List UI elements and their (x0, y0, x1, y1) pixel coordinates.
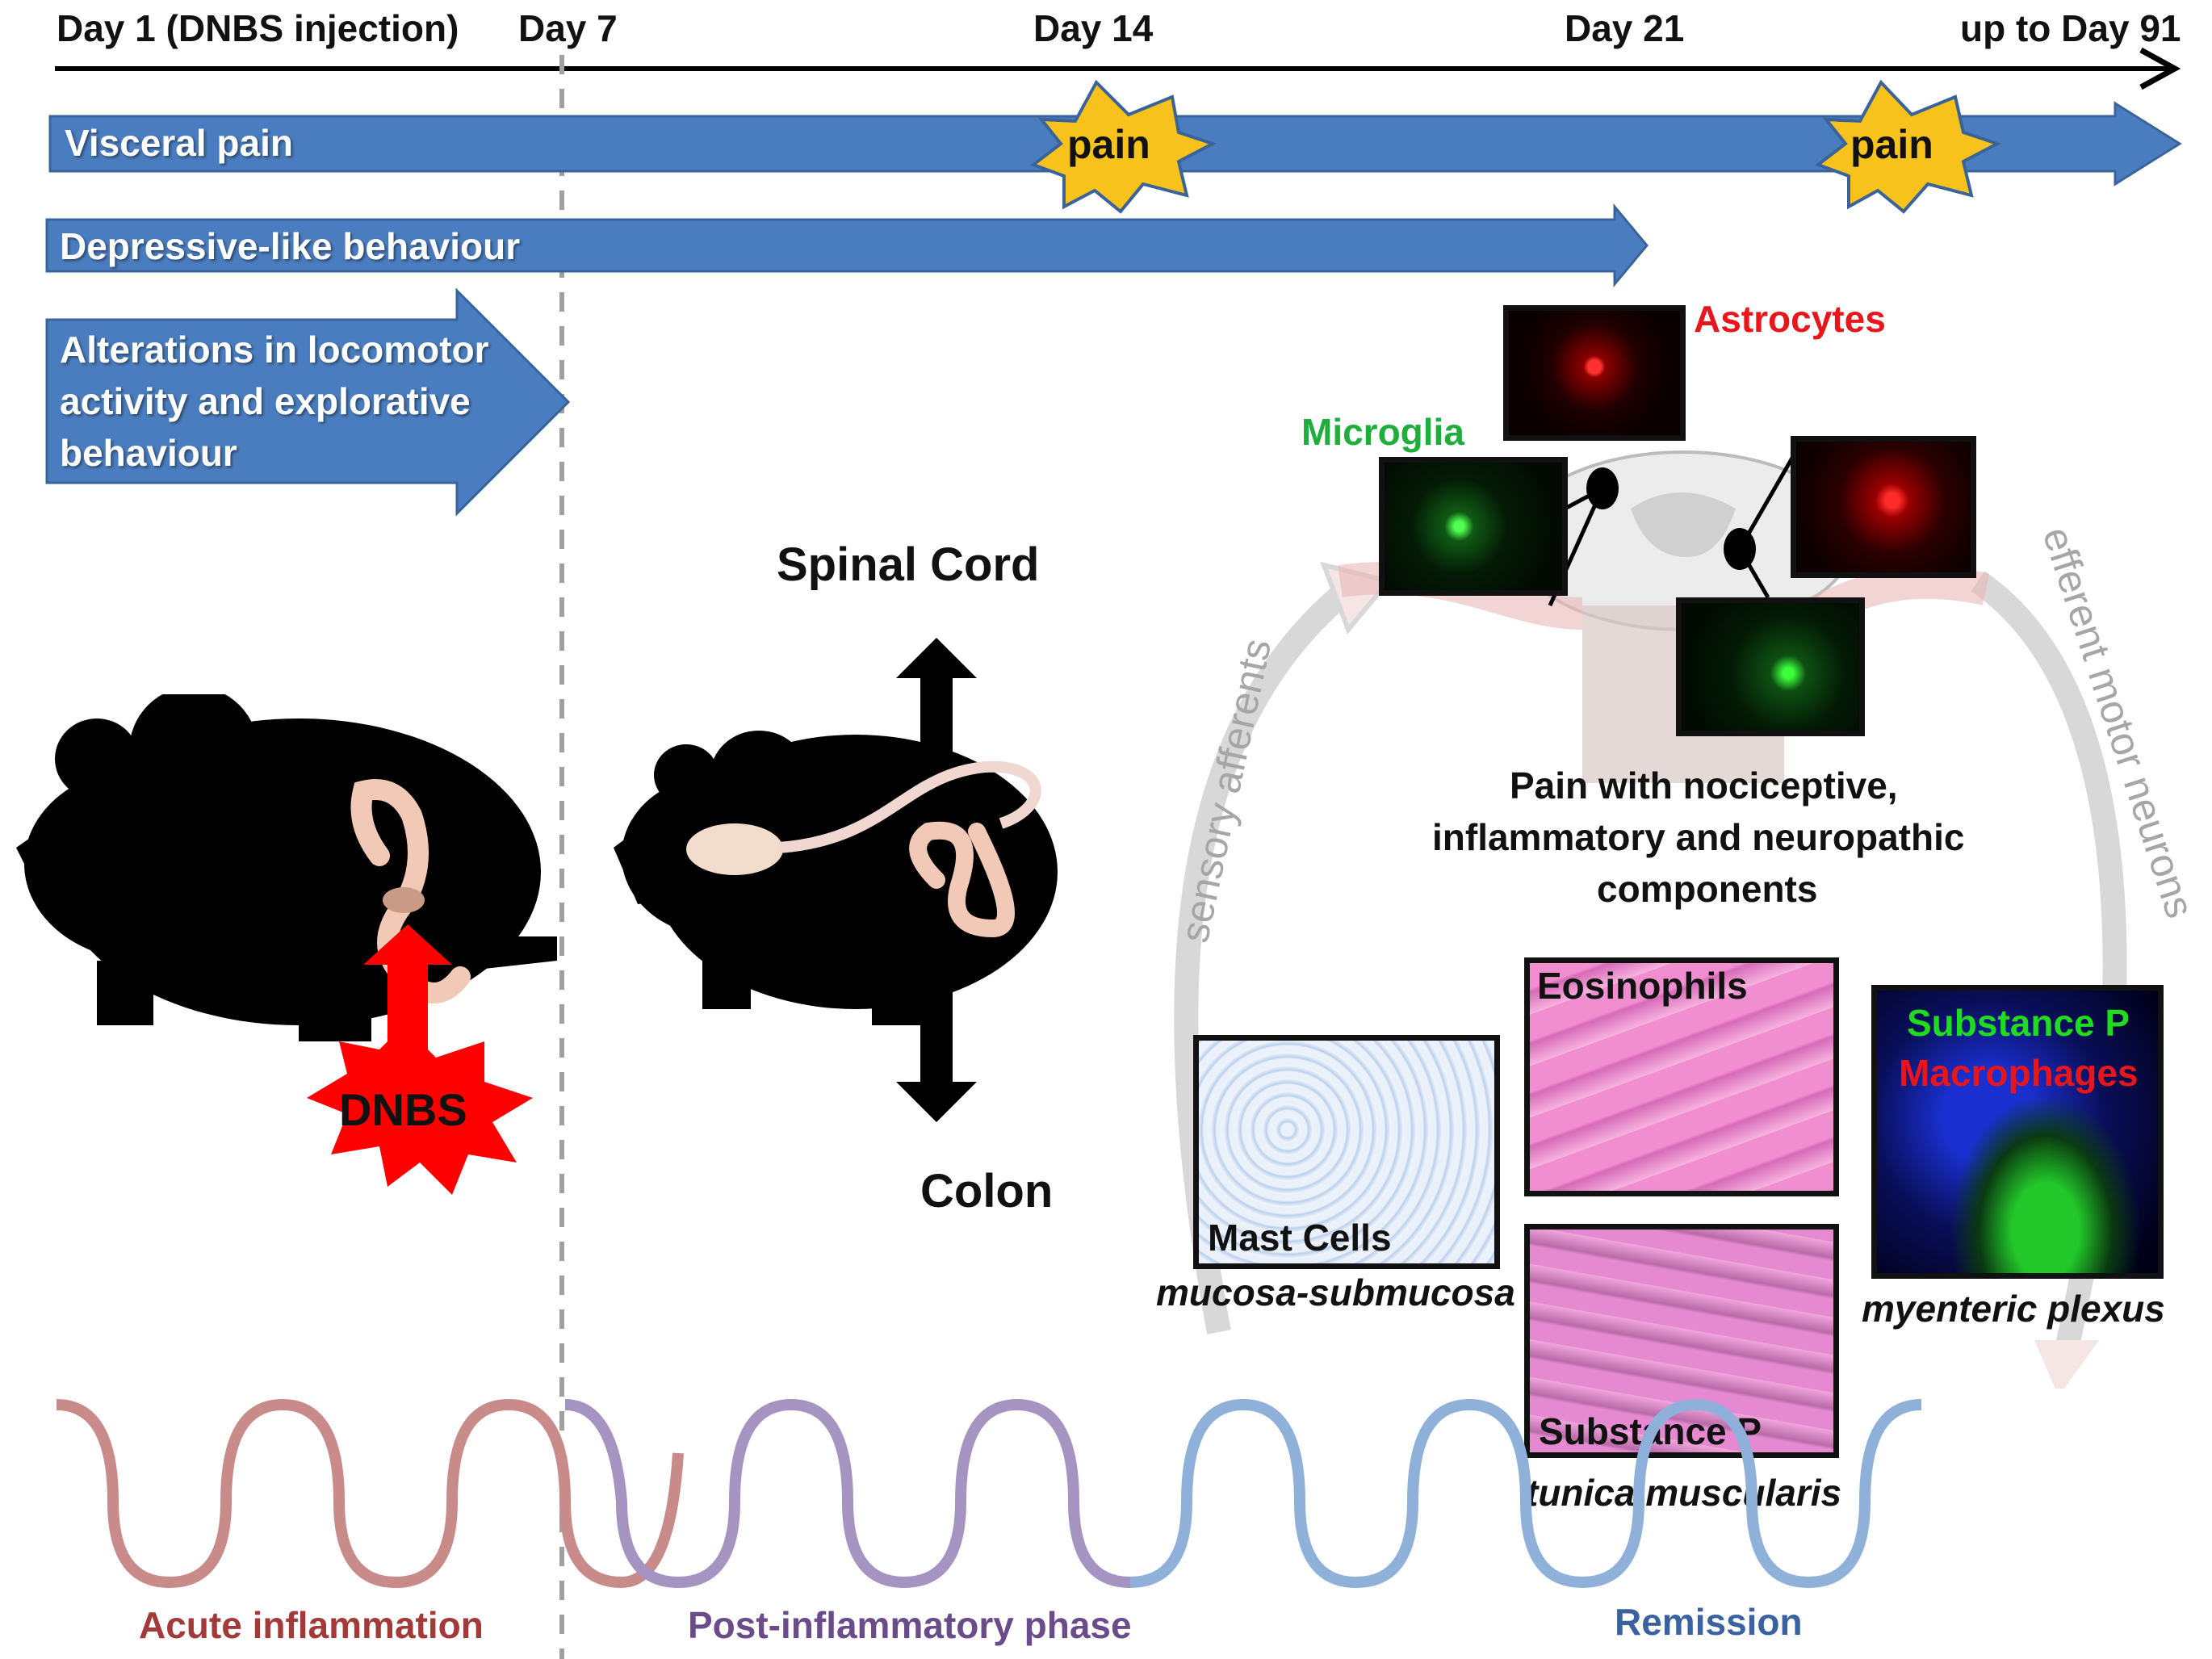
spinal-cord-label: Spinal Cord (777, 538, 1040, 591)
myenteric-plexus-image (1871, 985, 2164, 1279)
colon-label: Colon (920, 1165, 1054, 1217)
microglia-image-bottom (1676, 597, 1865, 736)
pain-components-line1: Pain with nociceptive, (1510, 765, 1898, 806)
dnbs-label: DNBS (339, 1084, 467, 1135)
locomotor-label-2: activity and explorative (60, 380, 471, 422)
spinal-cord-arrow-up (896, 638, 977, 775)
substance-p-panel-label: Substance P (1907, 1002, 2130, 1044)
dnbs-arrow (363, 924, 452, 1049)
timeline-day14: Day 14 (1033, 7, 1154, 49)
substance-p-image (1524, 1224, 1839, 1458)
mouse-silhouette-left (16, 694, 557, 1041)
phase-remission-label: Remission (1615, 1601, 1803, 1643)
brain (686, 823, 783, 875)
spinal-cord (778, 760, 1041, 853)
tunica-muscularis-label: tunica muscularis (1526, 1472, 1842, 1514)
eosinophils-image (1524, 957, 1839, 1196)
mucosa-submucosa-label: mucosa-submucosa (1156, 1271, 1515, 1313)
timeline-day21: Day 21 (1565, 7, 1685, 49)
phase-acute-label: Acute inflammation (139, 1604, 484, 1646)
mast-cells-label: Mast Cells (1208, 1217, 1392, 1259)
colon-middle (909, 821, 1015, 938)
phase-post-label: Post-inflammatory phase (688, 1604, 1132, 1646)
timeline-day1: Day 1 (DNBS injection) (57, 7, 459, 49)
sensory-afferents-label: sensory afferents (1171, 635, 1280, 946)
microglia-label: Microglia (1301, 411, 1464, 453)
pain-burst-1 (1029, 79, 1217, 214)
locomotor-label-1: Alterations in locomotor (60, 329, 489, 371)
colon-arrow-down (896, 953, 977, 1122)
visceral-pain-label: Visceral pain (65, 122, 293, 164)
mast-cells-image (1193, 1035, 1500, 1269)
pain-components-line3: components (1597, 868, 1818, 910)
macrophages-label: Macrophages (1899, 1052, 2139, 1094)
locomotor-label-3: behaviour (60, 432, 237, 474)
microglia-image-left (1379, 457, 1568, 596)
mouse-middle (614, 638, 1058, 1122)
pain-burst-1-label: pain (1067, 122, 1150, 167)
depressive-label: Depressive-like behaviour (60, 225, 521, 267)
mouse-left (16, 694, 557, 1195)
villi-post (564, 1398, 1131, 1589)
pain-burst-2-label: pain (1850, 122, 1933, 167)
depressive-arrow (45, 203, 1649, 288)
pain-burst-2 (1814, 79, 2002, 214)
intestinal-villi (56, 1398, 1922, 1589)
locomotor-arrow (45, 287, 571, 517)
dnbs-burst (307, 1025, 533, 1195)
villi-remission (1129, 1398, 1922, 1589)
eosinophils-label: Eosinophils (1537, 965, 1748, 1007)
astrocytes-label: Astrocytes (1694, 298, 1886, 340)
pain-components-line2: inflammatory and neuropathic (1432, 816, 1965, 858)
astrocytes-image-right (1791, 436, 1976, 578)
myenteric-plexus-label: myenteric plexus (1862, 1288, 2165, 1330)
timeline-day7: Day 7 (518, 7, 618, 49)
villi-acute (56, 1398, 684, 1589)
astrocytes-image-top (1503, 305, 1686, 441)
timeline-day91: up to Day 91 (1960, 7, 2181, 49)
